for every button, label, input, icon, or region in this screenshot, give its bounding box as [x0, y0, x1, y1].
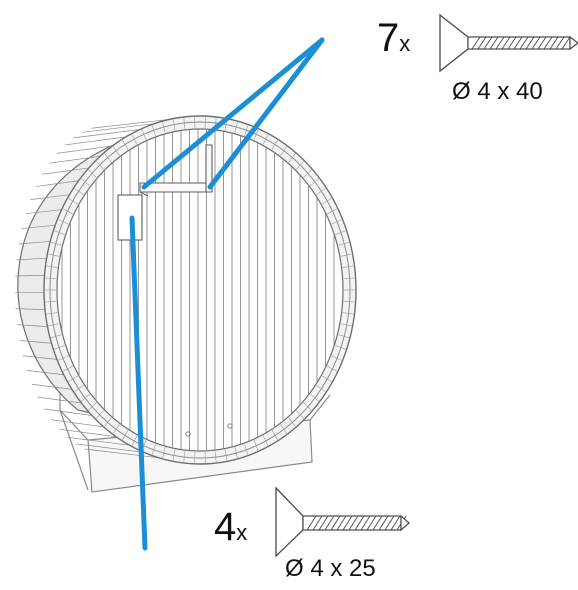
screw-icon-25: [276, 488, 409, 556]
screw-size-25: Ø 4 x 25: [285, 555, 376, 583]
screw-count-40: 7x: [377, 16, 410, 61]
screw-count-40-number: 7: [377, 16, 399, 60]
screw-count-25-x: x: [236, 520, 247, 545]
barrel-front-face: [44, 116, 356, 464]
screw-count-25: 4x: [214, 505, 247, 550]
screw-size-40: Ø 4 x 40: [452, 78, 543, 106]
screw-icon-40: [440, 15, 578, 71]
screw-count-25-number: 4: [214, 505, 236, 549]
screw-count-40-x: x: [399, 31, 410, 56]
